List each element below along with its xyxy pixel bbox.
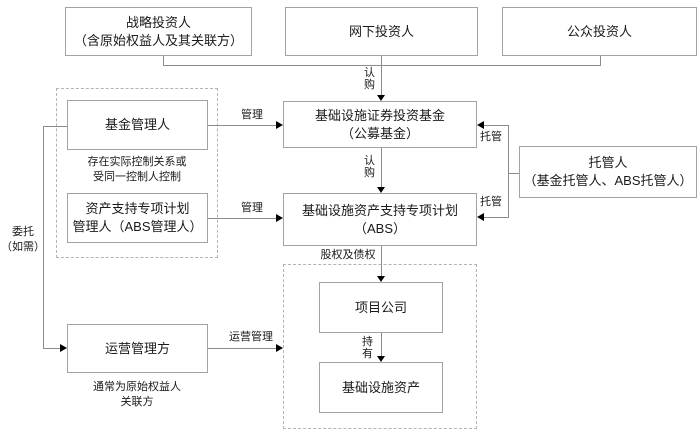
arrowhead-into-infrastructure-asset bbox=[377, 356, 385, 362]
arrowhead-into-abs-plan bbox=[377, 187, 385, 193]
connector-abs-to-project bbox=[381, 246, 382, 276]
connector-top-horizontal bbox=[163, 65, 601, 66]
arrowhead-manage-fund bbox=[276, 121, 283, 129]
note-control-relationship: 存在实际控制关系或 受同一控制人控制 bbox=[87, 156, 187, 183]
connector-entrust-vertical bbox=[43, 126, 44, 348]
label-entrust: 委托 （如需） bbox=[1, 226, 45, 253]
note-operator-affiliate: 通常为原始权益人 关联方 bbox=[93, 381, 181, 408]
node-fund-manager: 基金管理人 bbox=[67, 100, 208, 150]
connector-subscribe-middle bbox=[381, 148, 382, 187]
node-abs-manager: 资产支持专项计划 管理人（ABS管理人） bbox=[67, 193, 208, 243]
connector-custodian-link bbox=[508, 173, 519, 174]
label-operation-manage: 运营管理 bbox=[229, 331, 273, 343]
connector-entrust-top bbox=[43, 126, 68, 127]
connector-strategic-down bbox=[163, 56, 164, 65]
connector-custody-abs bbox=[481, 217, 508, 218]
arrowhead-manage-abs bbox=[276, 214, 283, 222]
label-hold: 持有 bbox=[362, 336, 373, 360]
connector-public-down bbox=[600, 56, 601, 65]
arrowhead-custody-abs bbox=[477, 213, 484, 221]
label-custody-abs: 托管 bbox=[480, 196, 502, 208]
connector-manage-fund bbox=[208, 125, 276, 126]
label-subscribe-middle: 认购 bbox=[364, 155, 375, 179]
label-subscribe-top: 认购 bbox=[364, 67, 375, 91]
node-public-fund: 基础设施证券投资基金 （公募基金） bbox=[283, 101, 477, 148]
label-manage-fund: 管理 bbox=[241, 109, 263, 121]
connector-subscribe-top bbox=[381, 56, 382, 95]
node-infrastructure-asset: 基础设施资产 bbox=[319, 362, 443, 413]
connector-entrust-bottom bbox=[43, 348, 61, 349]
asset-group-dashed-box bbox=[283, 264, 477, 429]
connector-custody-vertical bbox=[508, 125, 509, 218]
connector-manage-abs bbox=[208, 218, 276, 219]
node-abs-plan: 基础设施资产支持专项计划 （ABS） bbox=[283, 193, 477, 246]
node-offline-investors: 网下投资人 bbox=[285, 7, 478, 56]
node-strategic-investors: 战略投资人 （含原始权益人及其关联方） bbox=[65, 7, 252, 56]
arrowhead-operation bbox=[276, 344, 283, 352]
node-project-company: 项目公司 bbox=[319, 282, 443, 333]
arrowhead-into-project-company bbox=[377, 276, 385, 282]
connector-custody-fund bbox=[481, 125, 508, 126]
connector-project-to-asset bbox=[381, 333, 382, 356]
arrowhead-entrust bbox=[60, 344, 67, 352]
arrowhead-into-public-fund bbox=[377, 95, 385, 101]
node-custodian: 托管人 （基金托管人、ABS托管人） bbox=[519, 146, 697, 198]
label-custody-fund: 托管 bbox=[480, 131, 502, 143]
label-equity-and-debt: 股权及债权 bbox=[320, 249, 376, 261]
node-operation-manager: 运营管理方 bbox=[67, 324, 208, 373]
arrowhead-custody-fund bbox=[477, 121, 484, 129]
connector-operation bbox=[208, 348, 276, 349]
manager-group-dashed-box bbox=[56, 88, 218, 258]
node-public-investors: 公众投资人 bbox=[502, 7, 697, 56]
label-manage-abs: 管理 bbox=[241, 202, 263, 214]
